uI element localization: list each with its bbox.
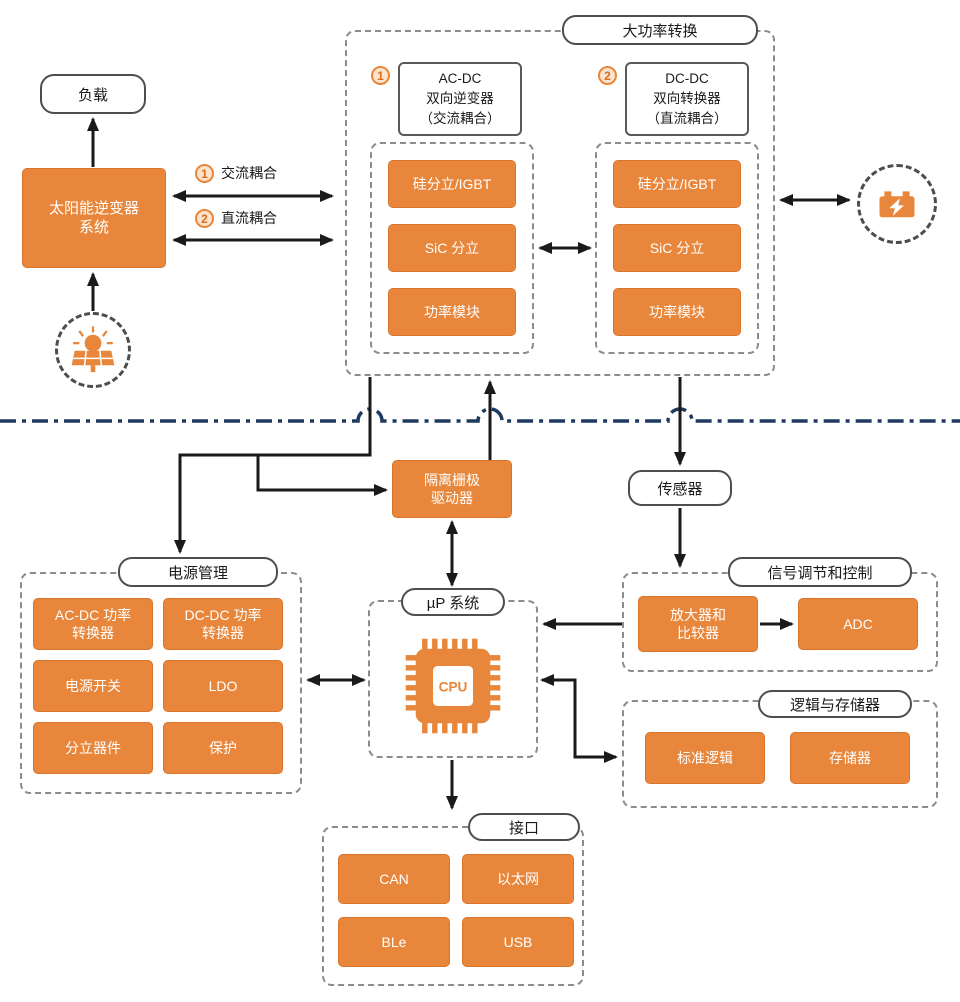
discrete-devices-box: 分立器件 — [33, 722, 153, 774]
coupling-1-label: 交流耦合 — [221, 165, 277, 181]
dcdc-power-converter-box: DC-DC 功率 转换器 — [163, 598, 283, 650]
coupling-2-label: 直流耦合 — [221, 210, 277, 226]
branch2-devices-group — [595, 142, 759, 354]
cpu-chip-icon: CPU — [405, 638, 501, 734]
coupling-1-badge: 1 — [195, 164, 214, 183]
mcu-title: µP 系统 — [401, 588, 505, 616]
branch1-devices-group — [370, 142, 534, 354]
interface-group — [322, 826, 584, 986]
arrow-to-gate-driver — [256, 455, 388, 496]
branch1-title: AC-DC 双向逆变器 （交流耦合） — [398, 62, 522, 136]
memory-box: 存储器 — [790, 732, 910, 784]
solar-inverter-system-label: 太阳能逆变器系统 — [48, 199, 139, 237]
branch1-silicon-igbt-box: 硅分立/IGBT — [388, 160, 516, 208]
power-conversion-title: 大功率转换 — [562, 15, 758, 45]
ble-box: BLe — [338, 917, 450, 967]
amp-line1: 放大器和 — [670, 606, 726, 623]
branch1-power-module-box: 功率模块 — [388, 288, 516, 336]
coupling-2-badge: 2 — [195, 209, 214, 228]
power-switch-box: 电源开关 — [33, 660, 153, 712]
signal-conditioning-title: 信号调节和控制 — [728, 557, 912, 587]
acdc-line1: AC-DC 功率 — [54, 606, 132, 623]
ldo-box: LDO — [163, 660, 283, 712]
sensor-node: 传感器 — [628, 470, 732, 506]
amp-line2: 比较器 — [677, 625, 719, 641]
battery-node — [857, 164, 937, 244]
dcdc-line2: 转换器 — [202, 625, 244, 641]
arrow-power-to-pm — [174, 377, 372, 554]
branch2-title: DC-DC 双向转换器 （直流耦合） — [625, 62, 749, 136]
can-box: CAN — [338, 854, 450, 904]
branch2-title-line3: （直流耦合） — [646, 111, 728, 127]
power-management-title: 电源管理 — [118, 557, 278, 587]
branch2-badge: 2 — [598, 66, 617, 85]
branch2-power-module-box: 功率模块 — [613, 288, 741, 336]
acdc-power-converter-box: AC-DC 功率 转换器 — [33, 598, 153, 650]
cpu-label: CPU — [439, 679, 468, 694]
battery-charge-icon — [879, 191, 915, 218]
logic-memory-title: 逻辑与存储器 — [758, 690, 912, 718]
branch1-title-line3: （交流耦合） — [419, 111, 501, 127]
branch1-title-line2: 双向逆变器 — [426, 90, 494, 106]
branch1-sic-box: SiC 分立 — [388, 224, 516, 272]
cpu-node: CPU — [403, 636, 503, 736]
usb-box: USB — [462, 917, 574, 967]
ethernet-box: 以太网 — [462, 854, 574, 904]
amplifier-comparator-box: 放大器和 比较器 — [638, 596, 758, 652]
gate-driver-line1: 隔离栅极 — [424, 471, 480, 488]
branch2-sic-box: SiC 分立 — [613, 224, 741, 272]
adc-box: ADC — [798, 598, 918, 650]
isolation-divider-line — [0, 407, 960, 423]
interface-title: 接口 — [468, 813, 580, 841]
protection-box: 保护 — [163, 722, 283, 774]
branch2-title-line1: DC-DC — [665, 70, 709, 86]
branch2-title-line2: 双向转换器 — [653, 90, 721, 106]
branch1-badge: 1 — [371, 66, 390, 85]
isolated-gate-driver-box: 隔离栅极 驱动器 — [392, 460, 512, 518]
power-conversion-group — [345, 30, 775, 376]
gate-driver-line2: 驱动器 — [431, 490, 473, 506]
dcdc-line1: DC-DC 功率 — [184, 606, 262, 623]
branch2-silicon-igbt-box: 硅分立/IGBT — [613, 160, 741, 208]
solar-source-node — [55, 312, 131, 388]
arrow-mcu-logic — [540, 674, 618, 763]
load-node: 负载 — [40, 74, 146, 114]
standard-logic-box: 标准逻辑 — [645, 732, 765, 784]
solar-inverter-system-node: 太阳能逆变器系统 — [22, 168, 166, 268]
acdc-line2: 转换器 — [72, 625, 114, 641]
branch1-title-line1: AC-DC — [438, 70, 482, 86]
solar-panel-icon — [71, 326, 115, 373]
